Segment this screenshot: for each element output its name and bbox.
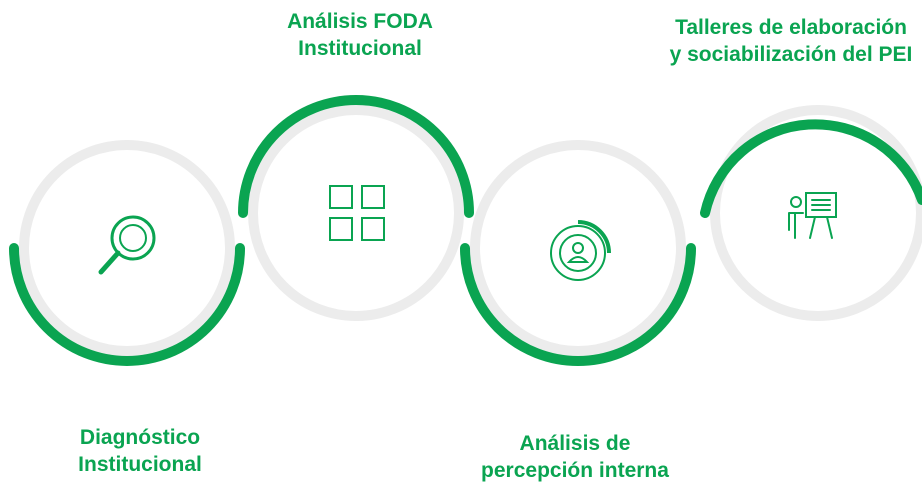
target-user-icon	[550, 220, 611, 281]
grid-icon	[329, 185, 385, 241]
step-2-ring	[248, 105, 464, 321]
step-1	[9, 140, 245, 366]
step-2-label-line-2: Institucional	[298, 37, 422, 60]
step-1-label-line-1: Diagnóstico	[79, 426, 201, 449]
presentation-icon	[788, 192, 837, 239]
step-4-label: Talleres de elaboración y sociabilizació…	[660, 14, 922, 68]
step-1-ring	[19, 140, 235, 356]
step-4-arc	[700, 119, 922, 218]
step-3	[460, 140, 696, 366]
step-3-arc	[460, 243, 696, 366]
step-2-arc	[238, 95, 474, 218]
step-4-label-line-1: Talleres de elaboración	[675, 16, 907, 39]
step-4-label-line-2: y sociabilización del PEI	[669, 43, 913, 66]
step-1-label-line-2: Institucional	[78, 453, 202, 476]
step-4-ring	[710, 105, 922, 321]
step-4	[700, 105, 922, 321]
step-2-label: Análisis FODA Institucional	[240, 8, 480, 62]
magnifier-icon	[98, 215, 156, 275]
step-1-arc	[9, 243, 245, 366]
step-3-label: Análisis de percepción interna	[455, 430, 695, 484]
step-2-label-line-1: Análisis FODA	[287, 10, 433, 33]
step-3-label-line-2: percepción interna	[481, 459, 669, 482]
step-3-label-line-1: Análisis de	[519, 432, 631, 455]
step-1-label: Diagnóstico Institucional	[40, 424, 240, 478]
step-3-ring	[470, 140, 686, 356]
step-2	[238, 95, 474, 321]
